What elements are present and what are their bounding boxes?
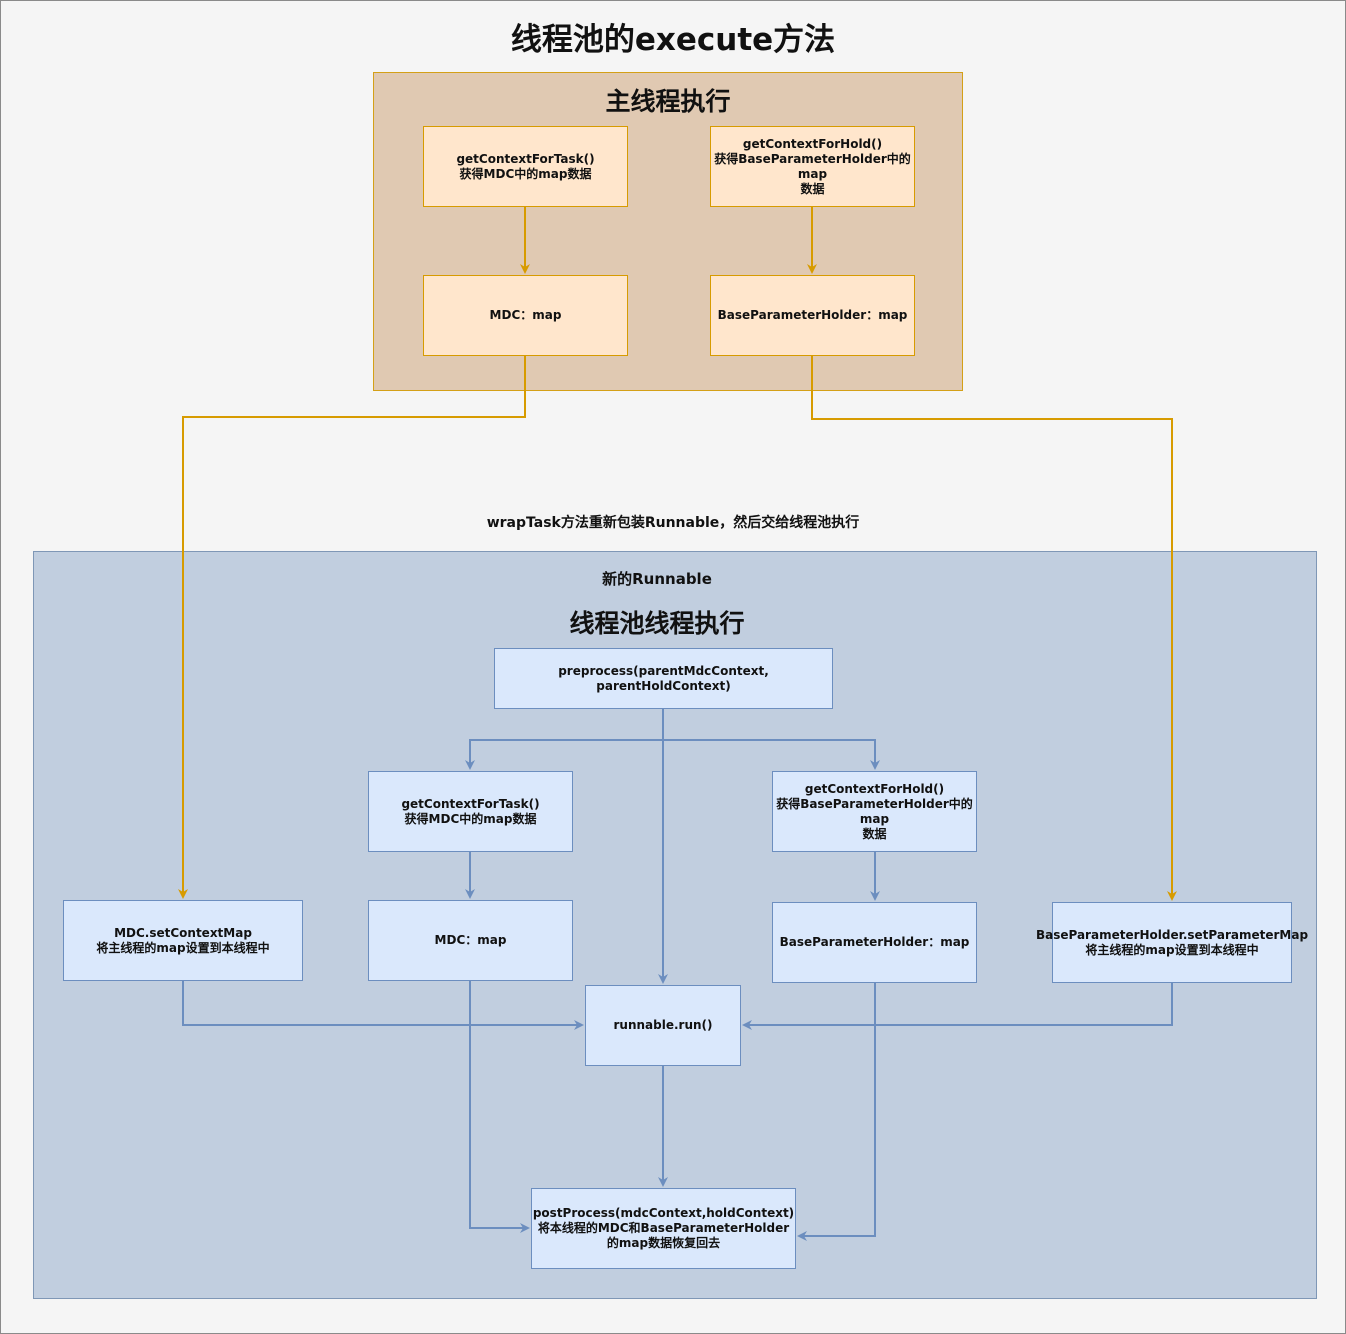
main-mdc-map-box: MDC：map	[423, 275, 628, 356]
main-thread-title: 主线程执行	[605, 87, 731, 116]
post-line2: 将本线程的MDC和BaseParameterHolder	[537, 1221, 790, 1235]
main-holder-map-box: BaseParameterHolder：map	[710, 275, 915, 356]
pool-get-hold-line2: 获得BaseParameterHolder中的map	[776, 796, 973, 826]
edge-main-holder-to-set-param	[811, 356, 1177, 901]
main-get-hold-line2: 获得BaseParameterHolder中的map	[714, 151, 911, 181]
main-get-task-line2: 获得MDC中的map数据	[459, 166, 592, 181]
post-process-box: postProcess(mdcContext,holdContext) 将本线程…	[531, 1188, 796, 1269]
pool-get-task-line2: 获得MDC中的map数据	[404, 811, 537, 826]
main-get-context-for-hold-box: getContextForHold() 获得BaseParameterHolde…	[710, 126, 915, 207]
new-runnable-label: 新的Runnable	[602, 570, 712, 588]
pool-holder-map-box: BaseParameterHolder：map	[772, 902, 977, 983]
set-param-line1: BaseParameterHolder.setParameterMap	[1035, 927, 1309, 942]
set-context-line2: 将主线程的map设置到本线程中	[96, 940, 270, 955]
preprocess-box: preprocess(parentMdcContext, parentHoldC…	[494, 648, 833, 709]
edge-holder-map-to-post	[797, 983, 876, 1241]
post-line1: postProcess(mdcContext,holdContext)	[532, 1206, 795, 1220]
edge-mdc-map-to-post	[469, 981, 530, 1233]
main-get-hold-line1: getContextForHold()	[742, 136, 883, 151]
pool-holder-map-label: BaseParameterHolder：map	[779, 935, 970, 949]
pool-get-hold-line1: getContextForHold()	[804, 781, 945, 796]
main-get-task-line1: getContextForTask()	[456, 151, 595, 166]
set-parameter-map-box: BaseParameterHolder.setParameterMap 将主线程…	[1036, 902, 1308, 983]
set-param-line2: 将主线程的map设置到本线程中	[1085, 942, 1259, 957]
pool-mdc-map-box: MDC：map	[368, 900, 573, 981]
pool-get-hold-line3: 数据	[862, 826, 887, 841]
post-line3: 的map数据恢复回去	[606, 1236, 721, 1250]
pool-thread-title: 线程池线程执行	[569, 609, 745, 638]
runnable-run-label: runnable.run()	[613, 1018, 713, 1032]
pool-get-context-for-hold-box: getContextForHold() 获得BaseParameterHolde…	[772, 771, 977, 852]
wrap-task-caption: wrapTask方法重新包装Runnable，然后交给线程池执行	[486, 515, 860, 531]
main-get-context-for-task-box: getContextForTask() 获得MDC中的map数据	[423, 126, 628, 207]
preprocess-label: preprocess(parentMdcContext, parentHoldC…	[558, 663, 769, 693]
diagram-title: 线程池的execute方法	[510, 22, 836, 58]
pool-mdc-map-label: MDC：map	[434, 933, 507, 947]
edge-main-mdc-to-set-context	[178, 356, 526, 899]
main-mdc-map-label: MDC：map	[489, 308, 562, 322]
edge-preprocess-to-get-hold	[663, 739, 880, 770]
edge-set-param-to-run	[742, 983, 1173, 1030]
runnable-run-box: runnable.run()	[585, 985, 741, 1066]
edge-set-context-to-run	[182, 981, 584, 1030]
mdc-set-context-map-box: MDC.setContextMap 将主线程的map设置到本线程中	[63, 900, 303, 981]
pool-get-task-line1: getContextForTask()	[401, 796, 540, 811]
main-holder-map-label: BaseParameterHolder：map	[717, 308, 908, 322]
pool-get-context-for-task-box: getContextForTask() 获得MDC中的map数据	[368, 771, 573, 852]
main-get-hold-line3: 数据	[800, 181, 825, 196]
set-context-line1: MDC.setContextMap	[114, 925, 252, 940]
edge-preprocess-to-get-task	[465, 709, 664, 770]
